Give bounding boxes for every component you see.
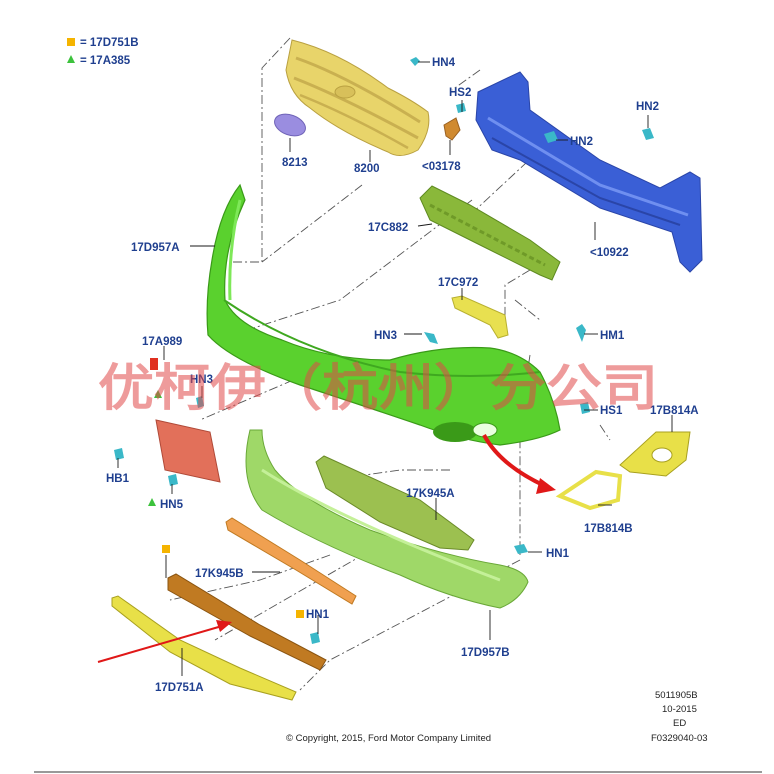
label-8200: 8200 xyxy=(354,163,380,175)
legend-triangle-marker xyxy=(67,55,75,63)
part-labels: HN4 HS2 HN2 HN2 8213 8200 <03178 <10922 … xyxy=(106,57,699,694)
label-17a989: 17A989 xyxy=(142,336,182,348)
label-hn2-b: HN2 xyxy=(636,101,659,113)
fastener-hn1-b xyxy=(310,632,320,644)
bumper-cover xyxy=(206,183,561,446)
label-8213: 8213 xyxy=(282,157,308,169)
energy-absorber xyxy=(419,185,561,281)
fastener-hn3-a xyxy=(424,332,438,344)
label-10922: <10922 xyxy=(590,247,629,259)
marker-triangle-1 xyxy=(154,390,162,398)
label-17k945a: 17K945A xyxy=(406,488,455,500)
marker-square-1 xyxy=(162,545,170,553)
fastener-hn2-b xyxy=(642,128,654,140)
label-hn1-a: HN1 xyxy=(546,548,570,560)
fastener-hm1 xyxy=(576,324,586,342)
label-17c882: 17C882 xyxy=(368,222,408,234)
label-hn3-a: HN3 xyxy=(374,330,397,342)
label-hs1: HS1 xyxy=(600,405,623,417)
copyright: © Copyright, 2015, Ford Motor Company Li… xyxy=(286,733,491,744)
marker-triangle-2 xyxy=(148,498,156,506)
lower-grille xyxy=(315,455,475,551)
label-hb1: HB1 xyxy=(106,473,130,485)
footer: 5011905B 10-2015 ED F0329040-03 © Copyri… xyxy=(34,690,762,773)
bumper-reinforcement xyxy=(475,71,703,273)
license-plate-bracket xyxy=(155,419,221,483)
emblem xyxy=(274,113,306,137)
label-03178: <03178 xyxy=(422,161,461,173)
label-17c972: 17C972 xyxy=(438,277,478,289)
fastener-hn1-a xyxy=(514,544,528,554)
label-hn1-b: HN1 xyxy=(306,609,330,621)
red-arrows xyxy=(97,434,556,663)
fog-bezel-b xyxy=(555,469,623,511)
bracket-17a989-clip xyxy=(150,358,158,370)
label-17b814a: 17B814A xyxy=(650,405,699,417)
lower-bumper-cover xyxy=(245,429,529,609)
trim-17d751b xyxy=(167,573,327,671)
label-17d957b: 17D957B xyxy=(461,647,510,659)
label-17d957a: 17D957A xyxy=(131,242,180,254)
fastener-hs2 xyxy=(456,103,466,113)
fastener-hn5 xyxy=(168,474,178,486)
fasteners xyxy=(114,57,654,644)
label-hn2-a: HN2 xyxy=(570,136,593,148)
label-17d751a: 17D751A xyxy=(155,682,204,694)
footer-code: 5011905B xyxy=(655,690,698,701)
strip-17k945b xyxy=(225,517,357,605)
footer-ref: F0329040-03 xyxy=(651,733,708,744)
legend-square-marker xyxy=(67,38,75,46)
label-hn5: HN5 xyxy=(160,499,184,511)
fastener-hn2-a xyxy=(544,131,558,143)
legend: = 17D751B = 17A385 xyxy=(67,37,139,67)
label-hn3-b: HN3 xyxy=(190,374,213,386)
fastener-hn3-b xyxy=(196,396,204,408)
fastener-hb1 xyxy=(114,448,124,460)
label-hs2: HS2 xyxy=(449,87,471,99)
label-17k945b: 17K945B xyxy=(195,568,244,580)
legend-item-2: = 17A385 xyxy=(80,55,131,67)
footer-ed: ED xyxy=(673,718,686,729)
marker-square-2 xyxy=(296,610,304,618)
legend-item-1: = 17D751B xyxy=(80,37,139,49)
clip-03178 xyxy=(443,117,461,141)
watermark: 优柯伊（杭州）分公司 xyxy=(98,359,658,417)
leader-lines xyxy=(117,61,673,676)
label-17b814b: 17B814B xyxy=(584,523,633,535)
fastener-hn4 xyxy=(410,57,420,66)
radiator-grille xyxy=(285,39,430,156)
fastener-hs1 xyxy=(580,402,590,414)
trim-17d751a xyxy=(111,595,297,701)
footer-date: 10-2015 xyxy=(662,704,697,715)
label-hm1: HM1 xyxy=(600,330,625,342)
label-hn4: HN4 xyxy=(432,57,456,69)
bracket-17c972 xyxy=(451,295,509,339)
